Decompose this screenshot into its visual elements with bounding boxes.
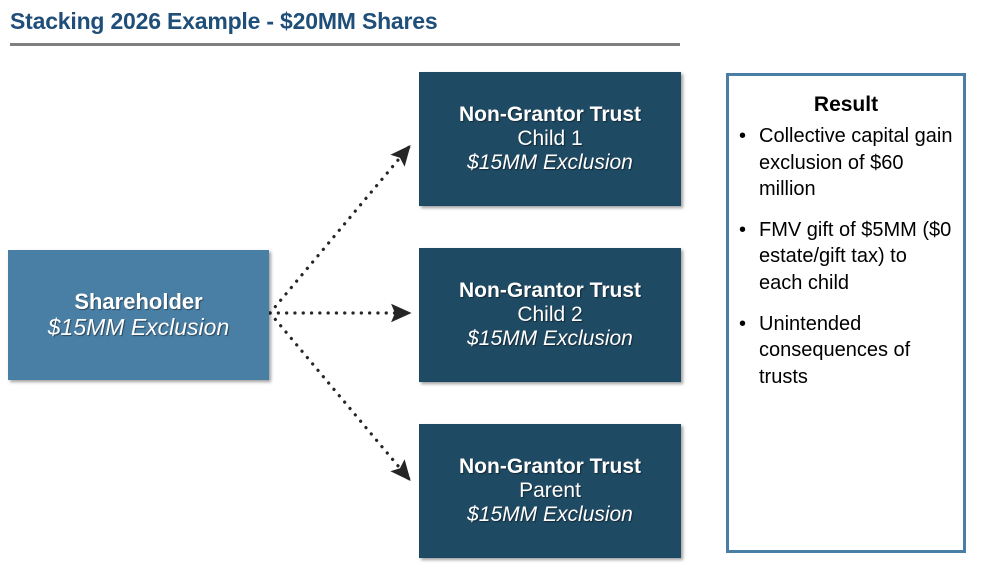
shareholder-exclusion: $15MM Exclusion [47, 314, 230, 341]
trust-node-parent: Non-Grantor Trust Parent $15MM Exclusion [419, 424, 681, 558]
bullet-icon: • [739, 218, 747, 241]
page-title: Stacking 2026 Example - $20MM Shares [10, 8, 438, 34]
trust-exclusion: $15MM Exclusion [467, 150, 633, 174]
trust-title: Non-Grantor Trust [459, 455, 641, 479]
trust-exclusion: $15MM Exclusion [467, 326, 633, 350]
list-item: • FMV gift of $5MM ($0 estate/gift tax) … [739, 217, 953, 297]
bullet-icon: • [739, 312, 747, 335]
list-item: • Collective capital gain exclusion of $… [739, 123, 953, 203]
list-item-text: FMV gift of $5MM ($0 estate/gift tax) to… [759, 218, 952, 294]
trust-beneficiary: Parent [519, 479, 581, 503]
arrow-to-parent [268, 311, 411, 481]
bullet-icon: • [739, 125, 747, 147]
list-item-text: Collective capital gain exclusion of $60… [759, 125, 953, 201]
list-item: • Unintended consequences of trusts [739, 311, 953, 391]
list-item-text: Unintended consequences of trusts [759, 312, 911, 388]
arrow-to-child-1 [268, 145, 411, 315]
trust-node-child-1: Non-Grantor Trust Child 1 $15MM Exclusio… [419, 72, 681, 206]
trust-exclusion: $15MM Exclusion [467, 502, 633, 526]
result-heading: Result [813, 93, 879, 116]
trust-beneficiary: Child 2 [517, 303, 583, 327]
result-panel: Result • Collective capital gain exclusi… [726, 73, 966, 553]
shareholder-title: Shareholder [74, 289, 203, 315]
trust-title: Non-Grantor Trust [459, 103, 641, 127]
shareholder-node: Shareholder $15MM Exclusion [8, 250, 269, 380]
trust-beneficiary: Child 1 [517, 127, 583, 151]
title-divider [10, 43, 680, 46]
trust-title: Non-Grantor Trust [459, 279, 641, 303]
trust-node-child-2: Non-Grantor Trust Child 2 $15MM Exclusio… [419, 248, 681, 382]
